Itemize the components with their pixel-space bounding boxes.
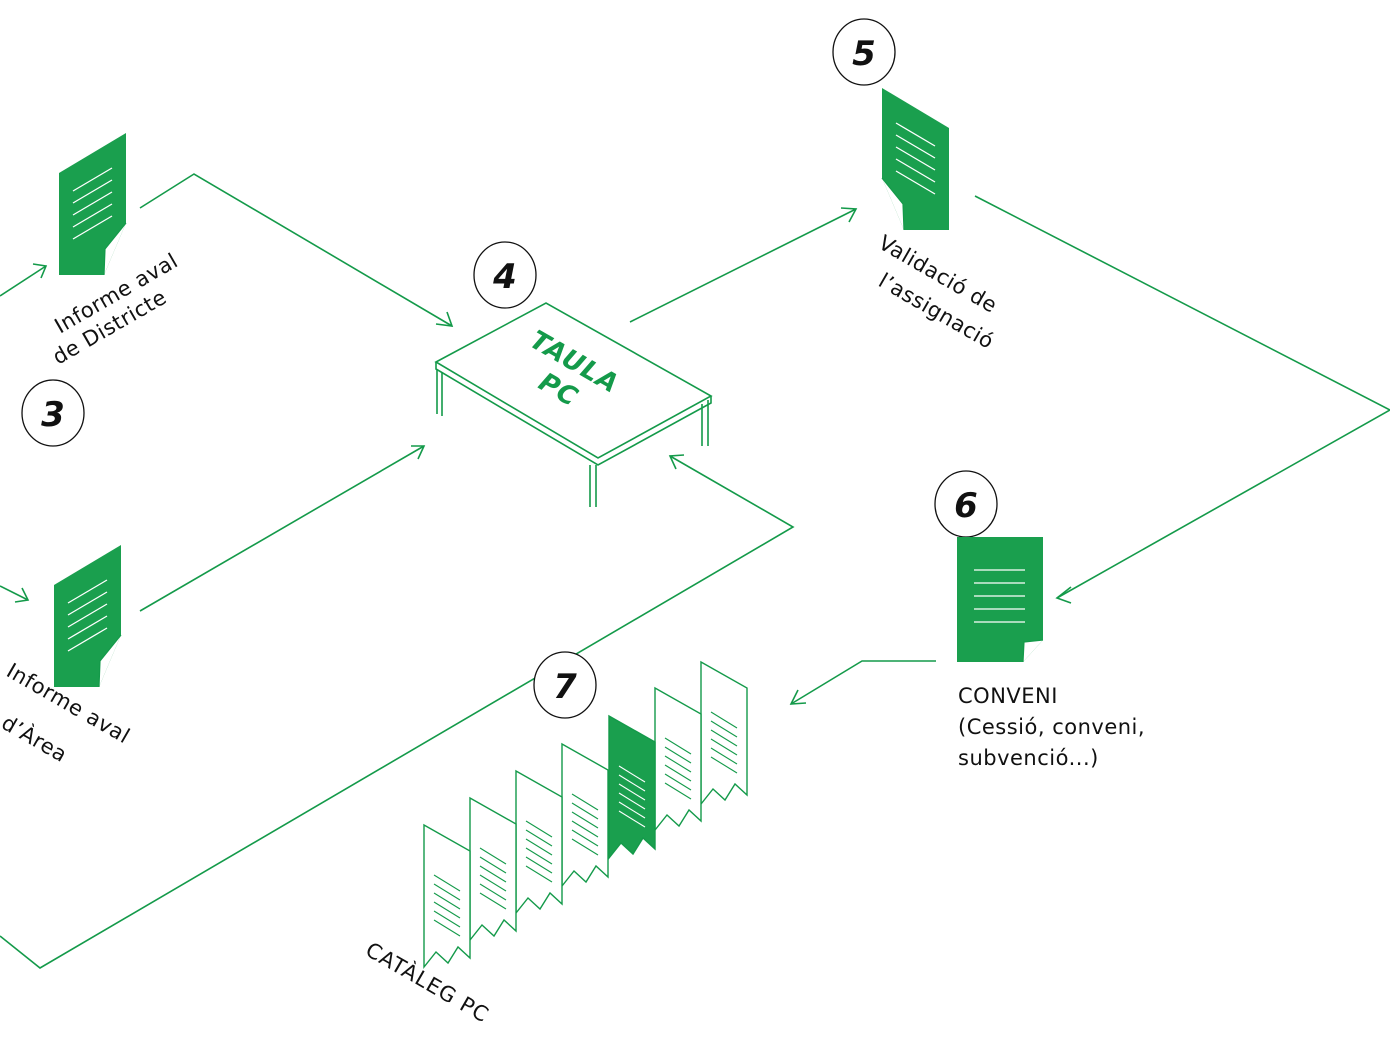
cataleg-page (700, 661, 748, 805)
cataleg-pc-stack: CATÀLEG PC (362, 661, 748, 1027)
conveni-label-2: (Cessió, conveni, (958, 715, 1145, 739)
connector-to-informe-area (0, 585, 29, 601)
step-3-badge: 3 (21, 379, 85, 447)
connector-to-informe-districte (0, 265, 47, 297)
step-4-badge: 4 (473, 241, 537, 309)
connector-conveni-to-cataleg (790, 660, 936, 705)
step-4-number: 4 (492, 257, 517, 297)
cataleg-page (469, 797, 517, 941)
arrowhead-validacio (840, 207, 858, 223)
table-legs (436, 369, 709, 507)
informe-districte-document: Informe aval de Districte (49, 132, 182, 369)
step-7-badge: 7 (533, 651, 597, 719)
svg-text:d’Àrea: d’Àrea (0, 710, 72, 767)
conveni-document: CONVENI (Cessió, conveni, subvenció...) (957, 537, 1145, 770)
conveni-label-3: subvenció...) (958, 746, 1099, 770)
arrowhead-informe-area (14, 587, 30, 603)
document-icon (58, 132, 127, 276)
arrowhead-informe-districte (32, 263, 48, 279)
informe-area-document: Informe aval d’Àrea (0, 544, 134, 767)
connector-districte-to-taula (139, 173, 453, 327)
cataleg-page (423, 824, 471, 968)
arrowhead-taula-left (411, 445, 426, 460)
step-6-badge: 6 (934, 470, 998, 538)
connector-loop-to-taula (0, 455, 795, 969)
step-7-number: 7 (553, 667, 577, 707)
step-3-number: 3 (41, 395, 65, 435)
step-6-number: 6 (954, 486, 978, 526)
arrowhead-taula-top (435, 311, 454, 327)
arrowhead-cataleg (789, 689, 807, 705)
arrowhead-taula-right (668, 454, 685, 470)
connector-validacio-to-conveni (974, 195, 1390, 599)
taula-pc-table: TAULA PC (434, 302, 713, 507)
connectors (0, 173, 1390, 969)
cataleg-page (515, 770, 563, 914)
informe-area-label-2: d’Àrea (0, 710, 72, 767)
cataleg-page-highlighted (608, 715, 656, 859)
step-5-badge: 5 (832, 18, 896, 86)
cataleg-page (561, 743, 609, 887)
connector-taula-to-validacio (629, 208, 857, 323)
document-icon (53, 544, 122, 688)
conveni-label-1: CONVENI (958, 684, 1058, 708)
document-icon (881, 87, 950, 231)
validacio-document: Validació de l’assignació (875, 87, 1001, 354)
conveni-lines (974, 569, 1025, 623)
cataleg-page (654, 687, 702, 831)
arrowhead-conveni (1055, 586, 1072, 604)
step-5-number: 5 (852, 34, 876, 74)
connector-area-to-taula (139, 445, 425, 612)
